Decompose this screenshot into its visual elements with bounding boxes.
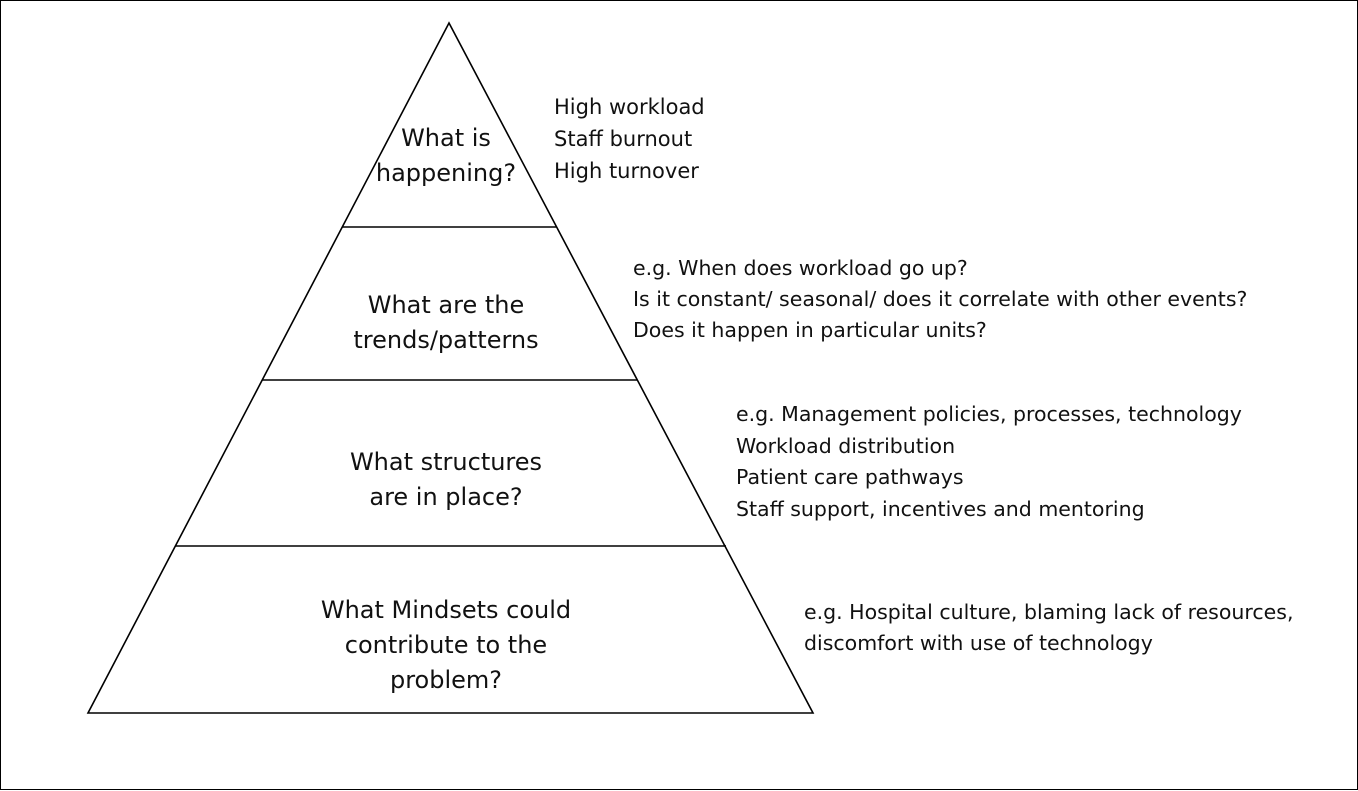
level-text-line: What structures [349,448,543,476]
level-text-line: trends/patterns [353,326,539,354]
annotation-line: e.g. Hospital culture, blaming lack of r… [804,600,1294,624]
annotation-line: Patient care pathways [736,465,964,489]
annotation-line: Staff burnout [554,127,693,151]
annotation-line: e.g. Management policies, processes, tec… [736,402,1242,426]
level-text-line: What is [401,124,491,152]
level-text-line: What Mindsets could [320,596,572,624]
annotation-line: High turnover [554,159,699,183]
annotation-structures: e.g. Management policies, processes, tec… [736,399,1242,525]
level-text-line: happening? [375,159,517,187]
annotation-line: Is it constant/ seasonal/ does it correl… [633,287,1248,311]
pyramid-level-events: What is happening? [361,121,531,191]
pyramid-level-mindsets: What Mindsets could contribute to the pr… [291,593,601,698]
pyramid-outline [86,21,815,714]
level-text-line: contribute to the [344,631,548,659]
level-text-line: What are the [367,291,525,319]
annotation-line: discomfort with use of technology [804,631,1153,655]
annotation-patterns: e.g. When does workload go up? Is it con… [633,253,1247,346]
pyramid-level-patterns: What are the trends/patterns [301,288,591,358]
annotation-line: Does it happen in particular units? [633,318,987,342]
annotation-mindsets: e.g. Hospital culture, blaming lack of r… [804,597,1293,659]
annotation-events: High workload Staff burnout High turnove… [554,91,705,187]
annotation-line: e.g. When does workload go up? [633,256,968,280]
annotation-line: Staff support, incentives and mentoring [736,496,1145,521]
level-text-line: problem? [389,666,503,694]
annotation-line: High workload [554,95,705,119]
level-text-line: are in place? [369,483,523,511]
pyramid-level-structures: What structures are in place? [296,445,596,515]
annotation-line: Workload distribution [736,433,956,458]
